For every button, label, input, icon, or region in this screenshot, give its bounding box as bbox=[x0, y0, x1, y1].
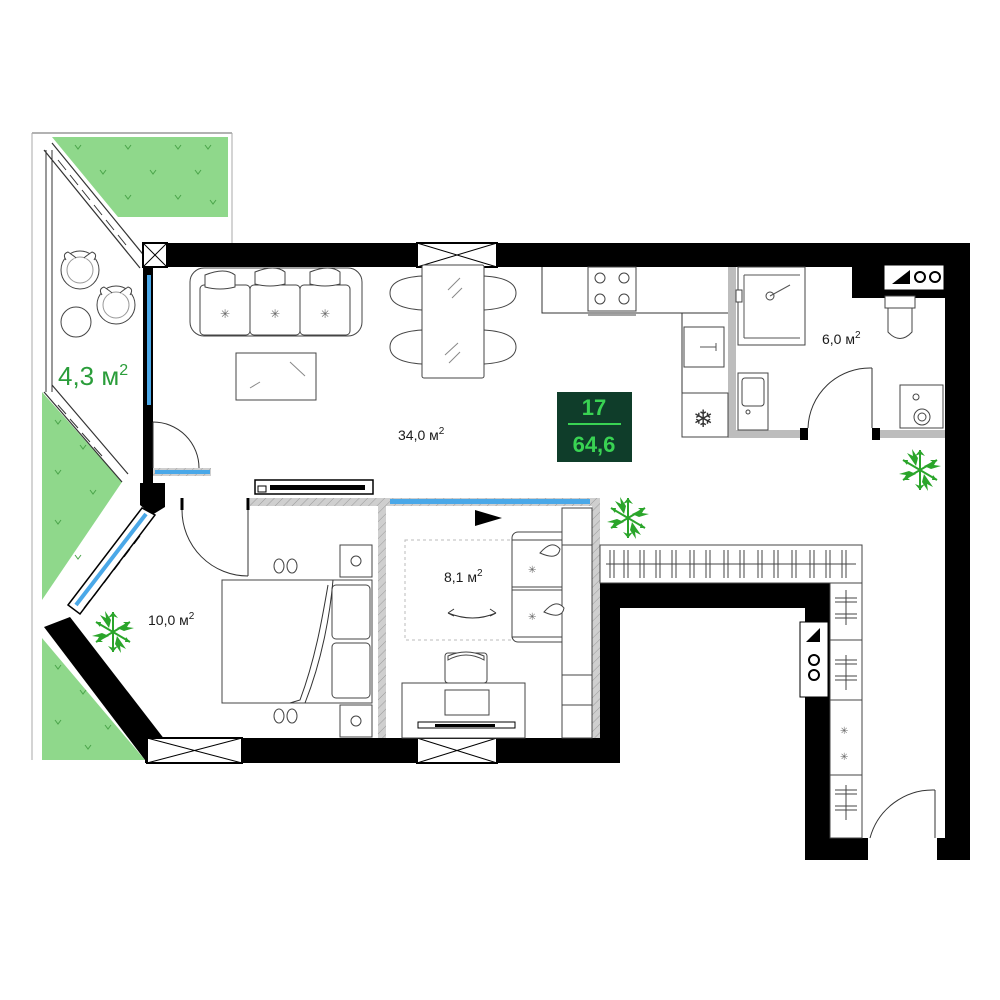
slippers-top bbox=[273, 558, 298, 574]
toilet bbox=[884, 295, 916, 339]
dining-table bbox=[389, 264, 517, 379]
svg-text:✳: ✳ bbox=[528, 612, 536, 623]
double-arrow-icon bbox=[447, 608, 497, 619]
rug bbox=[404, 539, 541, 641]
apartment-number: 17 bbox=[582, 395, 606, 420]
plant-icon bbox=[606, 496, 650, 540]
study: ✳ ✳ 8,1 м2 bbox=[401, 507, 593, 739]
plant-icon bbox=[91, 610, 135, 654]
study-sofa: ✳ ✳ bbox=[511, 507, 593, 739]
living-door bbox=[152, 421, 200, 469]
hallway-wardrobe: ✳ ✳ bbox=[599, 544, 936, 839]
svg-text:✳: ✳ bbox=[840, 726, 848, 737]
svg-text:✳: ✳ bbox=[840, 752, 848, 763]
washing-machine bbox=[899, 384, 944, 429]
svg-text:❄: ❄ bbox=[693, 405, 713, 433]
study-area-label: 8,1 м2 bbox=[444, 568, 483, 585]
svg-text:✳: ✳ bbox=[270, 307, 280, 321]
balcony-area-label: 4,3 м2 bbox=[58, 361, 128, 391]
planter-middle bbox=[42, 392, 122, 600]
balcony-chair-1 bbox=[60, 250, 100, 290]
kitchen-sink bbox=[683, 326, 725, 368]
balcony-table bbox=[60, 306, 92, 338]
slippers-bottom bbox=[273, 708, 298, 724]
tv-bedroom bbox=[254, 479, 374, 495]
planter-top bbox=[52, 137, 228, 217]
bathroom-area-label: 6,0 м2 bbox=[822, 330, 861, 347]
desk bbox=[401, 682, 526, 739]
entrance-door bbox=[869, 789, 936, 839]
nightstand-bottom bbox=[339, 704, 373, 738]
shower bbox=[735, 266, 806, 346]
bedroom: 10,0 м2 bbox=[148, 479, 374, 738]
bed bbox=[221, 579, 373, 704]
svg-text:✳: ✳ bbox=[320, 307, 330, 321]
arrow-icon bbox=[435, 510, 502, 526]
apartment-total-area: 64,6 bbox=[573, 432, 616, 457]
living-room: ✳ ✳ ✳ bbox=[152, 264, 729, 469]
fridge: ❄ bbox=[681, 392, 729, 438]
sofa: ✳ ✳ ✳ bbox=[189, 267, 363, 337]
svg-text:✳: ✳ bbox=[220, 307, 230, 321]
bathroom-door bbox=[807, 367, 873, 429]
bedroom-door bbox=[180, 498, 250, 577]
balcony: 4,3 м2 bbox=[31, 132, 233, 760]
coffee-table bbox=[235, 352, 317, 401]
windows bbox=[66, 242, 590, 764]
stove bbox=[587, 266, 637, 316]
desk-chair bbox=[444, 651, 488, 684]
plant-icon bbox=[898, 448, 942, 492]
balcony-chair-2 bbox=[96, 285, 136, 325]
apartment-badge: 17 64,6 bbox=[557, 392, 632, 462]
kitchen: ❄ bbox=[541, 266, 729, 438]
bathroom: 6,0 м2 bbox=[735, 264, 945, 431]
planter-bottom bbox=[42, 638, 145, 760]
svg-text:✳: ✳ bbox=[528, 565, 536, 576]
electrical-panel bbox=[799, 621, 829, 698]
living-area-label: 34,0 м2 bbox=[398, 426, 445, 443]
bedroom-area-label: 10,0 м2 bbox=[148, 611, 195, 628]
bathroom-sink bbox=[737, 372, 769, 431]
boiler bbox=[883, 264, 945, 291]
